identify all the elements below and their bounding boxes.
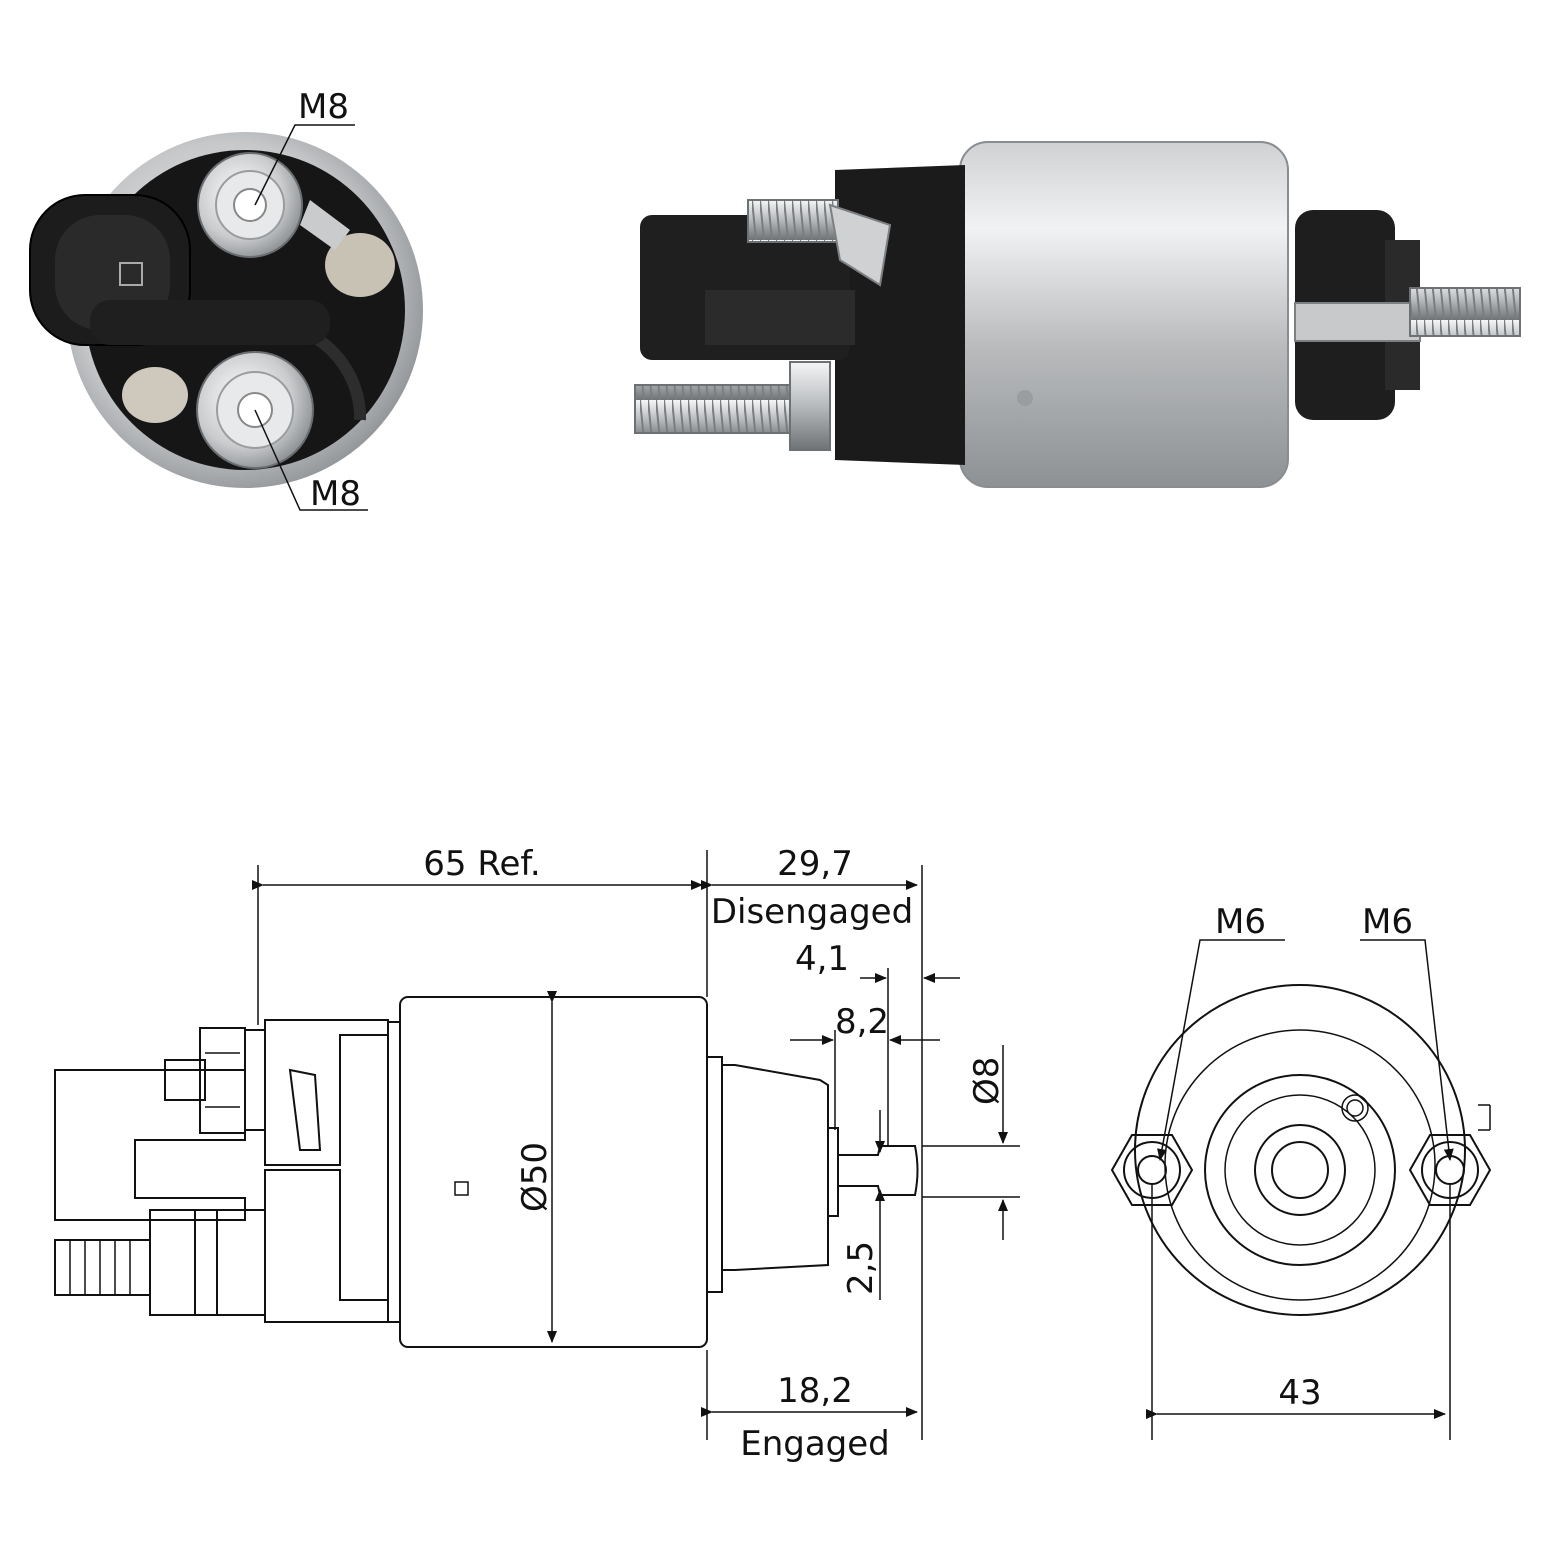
label-m8-bottom: M8 bbox=[310, 474, 361, 514]
top-stud bbox=[197, 152, 303, 258]
label-m6-right: M6 bbox=[1362, 902, 1413, 942]
dim-65-ref: 65 Ref. bbox=[423, 844, 540, 884]
side-nut bbox=[789, 361, 831, 451]
drawing-side: 65 Ref. 29,7 Disengaged 4,1 8,2 Ø8 Ø50 2… bbox=[54, 844, 1020, 1464]
dim-29-7: 29,7 bbox=[777, 844, 853, 884]
dim-dia-50: Ø50 bbox=[515, 1142, 555, 1212]
drawing-end: M6 M6 43 bbox=[1110, 902, 1492, 1440]
end-outer-circle bbox=[1134, 984, 1466, 1316]
terminal-blob-bottom bbox=[122, 367, 188, 423]
label-engaged: Engaged bbox=[740, 1424, 890, 1464]
terminal-blob-top bbox=[325, 233, 395, 297]
dim-43: 43 bbox=[1278, 1373, 1321, 1413]
dim-dia-8: Ø8 bbox=[967, 1057, 1007, 1105]
photo-end-view: M8 M8 bbox=[29, 87, 423, 514]
dim-18-2: 18,2 bbox=[777, 1371, 853, 1411]
label-m8-top: M8 bbox=[298, 87, 349, 127]
label-m6-left: M6 bbox=[1215, 902, 1266, 942]
solenoid-can bbox=[959, 141, 1289, 488]
connector-plug bbox=[29, 194, 330, 346]
dim-4-1: 4,1 bbox=[795, 939, 849, 979]
side-stud-top bbox=[747, 199, 839, 243]
side-stud-bottom bbox=[634, 384, 801, 434]
dim-2-5: 2,5 bbox=[841, 1241, 881, 1295]
plunger-thread bbox=[1409, 287, 1521, 337]
dim-8-2: 8,2 bbox=[835, 1002, 889, 1042]
label-disengaged: Disengaged bbox=[711, 892, 913, 932]
plunger-shaft bbox=[1294, 302, 1421, 342]
photo-side-view bbox=[634, 141, 1521, 488]
